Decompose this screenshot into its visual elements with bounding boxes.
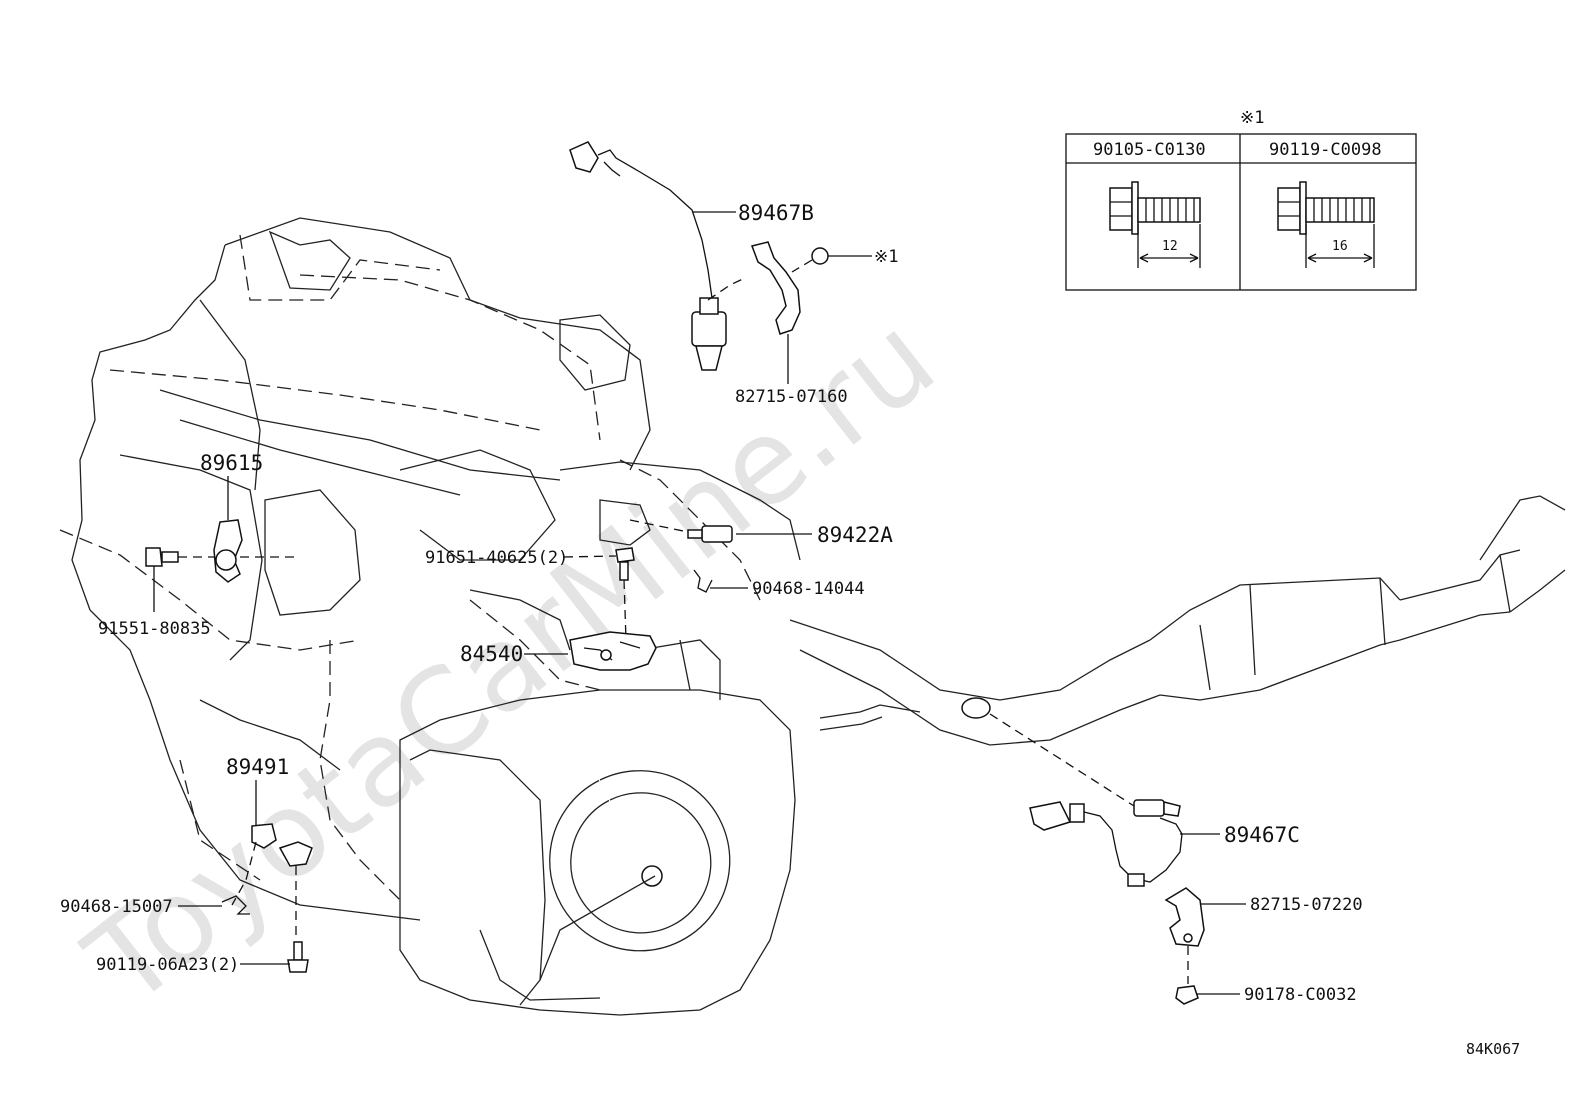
- table-col1-part-number: 90105-C0130: [1093, 140, 1206, 160]
- table-border: [1065, 133, 1417, 291]
- callout-90468-15007: 90468-15007: [60, 897, 173, 917]
- table-col2-length: 16: [1332, 239, 1348, 254]
- bolt-spec-table: ※1 90105-C0130 90119-C0098 12: [1065, 108, 1417, 291]
- bolt-91651-40625: [615, 547, 635, 641]
- callout-89615: 89615: [200, 451, 263, 475]
- temperature-sensor-89422a: [629, 519, 733, 543]
- diagram-code: 84K067: [1466, 1040, 1520, 1058]
- table-col1-length: 12: [1162, 239, 1178, 254]
- transaxle-assembly: [399, 599, 796, 1016]
- callout-89467b: 89467B: [738, 201, 814, 225]
- callout-84540: 84540: [460, 642, 523, 666]
- engine-assembly: [59, 217, 801, 921]
- oxygen-sensor-89467b: [569, 141, 746, 371]
- exhaust-pipe: [789, 495, 1566, 746]
- callout-82715-07160: 82715-07160: [735, 387, 848, 407]
- neutral-start-switch-84540: [569, 631, 657, 671]
- callout-90468-14044: 90468-14044: [752, 579, 865, 599]
- pipe-port: [961, 697, 991, 719]
- clip-90468-14044: [693, 569, 713, 593]
- flange-bolt-icon: [1109, 181, 1201, 268]
- callout-91551-80835: 91551-80835: [98, 619, 211, 639]
- table-note-mark: ※1: [1240, 108, 1264, 128]
- callout-90119-06a23: 90119-06A23(2): [96, 955, 239, 975]
- callout-note-ref: ※1: [874, 247, 898, 267]
- callout-89491: 89491: [226, 755, 289, 779]
- bolt-90119-06a23: [287, 941, 309, 973]
- flange-bolt-icon: [1277, 181, 1375, 268]
- bracket-82715-07160: [751, 241, 829, 335]
- knock-sensor-89615: [213, 519, 243, 583]
- callout-82715-07220: 82715-07220: [1250, 895, 1363, 915]
- callout-89467c: 89467C: [1224, 823, 1300, 847]
- callout-90178-c0032: 90178-C0032: [1244, 985, 1357, 1005]
- table-col2-part-number: 90119-C0098: [1269, 140, 1382, 160]
- nut-90178-c0032: [1175, 985, 1199, 1005]
- callout-91651-40625: 91651-40625(2): [425, 548, 568, 568]
- oxygen-sensor-89467c: [989, 713, 1183, 887]
- output-shaft-circle: [641, 865, 663, 887]
- bracket-82715-07220: [1164, 887, 1205, 984]
- bolt-head: [811, 247, 829, 265]
- bolt-91551-80835: [145, 547, 214, 567]
- callout-89422a: 89422A: [817, 523, 893, 547]
- speed-sensor-89491: [231, 823, 313, 940]
- clip-90468-15007: [221, 895, 250, 915]
- leader-lines: [153, 211, 1246, 995]
